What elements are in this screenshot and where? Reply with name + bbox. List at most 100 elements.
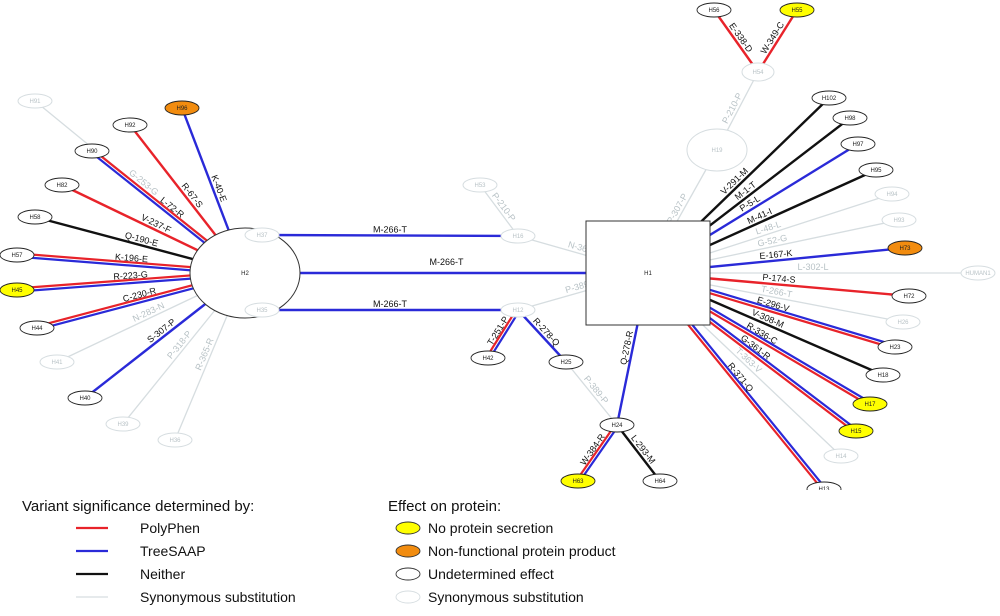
node-h64: H64 xyxy=(642,473,678,489)
node-h95: H95 xyxy=(858,162,894,178)
node-shape xyxy=(811,90,847,106)
edge-h54-h55: W-349-C xyxy=(756,9,799,73)
node-label: H91 xyxy=(29,99,41,105)
legend-label: Synonymous substitution xyxy=(140,589,296,605)
node-shape xyxy=(105,416,141,432)
node-shape xyxy=(599,417,635,433)
legend-label: Neither xyxy=(140,566,185,582)
node-h55: H55 xyxy=(779,2,815,18)
node-shape xyxy=(741,62,775,82)
node-h23: H23 xyxy=(877,339,913,355)
node-label: H42 xyxy=(482,356,494,362)
node-label: H35 xyxy=(256,308,268,314)
edge-h12-h25: R-278-Q xyxy=(517,309,567,363)
edge-h54-h56: E-338-D xyxy=(713,9,759,73)
legend-effect-nonfunctional: Non-functional protein product xyxy=(395,543,616,559)
node-h24: H24 xyxy=(599,417,635,433)
node-shape xyxy=(865,367,901,383)
node-h53: H53 xyxy=(462,177,498,193)
node-h12: H12 xyxy=(500,302,536,318)
node-h102: H102 xyxy=(811,90,847,106)
node-shape xyxy=(17,93,53,109)
node-label: H53 xyxy=(474,183,486,189)
node-shape xyxy=(0,282,35,298)
node-label: H37 xyxy=(256,233,268,239)
node-h96: H96 xyxy=(164,100,200,116)
hub-shape xyxy=(189,227,301,319)
node-h17: H17 xyxy=(852,396,888,412)
legend-swatch xyxy=(395,521,421,535)
hub-shape xyxy=(585,220,711,326)
node-human1: HUMAN1 xyxy=(960,265,996,281)
legend-effect-synonymous: Synonymous substitution xyxy=(395,589,584,605)
legend-sig-neither: Neither xyxy=(76,566,185,582)
legend-swatch xyxy=(395,567,421,581)
legend-label: TreeSAAP xyxy=(140,543,206,559)
legend-label: Synonymous substitution xyxy=(428,589,584,605)
node-label: H39 xyxy=(117,422,129,428)
node-shape xyxy=(885,314,921,330)
edge-line-synonymous xyxy=(565,361,618,426)
node-shape xyxy=(0,247,35,263)
edge-label: R-365-R xyxy=(193,336,216,372)
node-h37: H37 xyxy=(244,227,280,243)
node-h91: H91 xyxy=(17,93,53,109)
node-shape xyxy=(500,302,536,318)
node-label: H97 xyxy=(852,142,864,148)
node-shape xyxy=(462,177,498,193)
node-label: H96 xyxy=(176,106,188,112)
node-shape xyxy=(840,136,876,152)
node-label: HUMAN1 xyxy=(965,271,991,277)
node-h36: H36 xyxy=(157,432,193,448)
node-label: H44 xyxy=(31,326,43,332)
legend-label: PolyPhen xyxy=(140,520,200,536)
node-shape xyxy=(17,209,53,225)
node-h92: H92 xyxy=(112,117,148,133)
node-label: H41 xyxy=(51,360,63,366)
edge-label: M-266-T xyxy=(373,224,408,234)
node-h18: H18 xyxy=(865,367,901,383)
node-h19: H19 xyxy=(686,128,748,172)
node-label: H73 xyxy=(899,246,911,252)
node-shape xyxy=(67,390,103,406)
node-shape xyxy=(832,110,868,126)
node-h14: H14 xyxy=(823,448,859,464)
node-label: H12 xyxy=(512,308,524,314)
edge-label: R-278-Q xyxy=(531,316,562,348)
edge-label: G-253-G xyxy=(127,167,160,197)
edge-label: R-223-G xyxy=(113,269,148,282)
hub-label: H1 xyxy=(644,271,652,277)
node-shape xyxy=(157,432,193,448)
edge-label: K-196-E xyxy=(115,252,149,265)
node-shape xyxy=(696,2,732,18)
node-shape xyxy=(881,212,917,228)
edge-h2-h1: M-266-T xyxy=(245,257,648,275)
edge-h24-h64: L-293-M xyxy=(616,424,661,482)
node-label: H16 xyxy=(512,234,524,240)
node-h40: H40 xyxy=(67,390,103,406)
node-label: H55 xyxy=(791,8,803,14)
edge-line-synonymous xyxy=(479,184,519,237)
node-h63: H63 xyxy=(560,473,596,489)
node-label: H57 xyxy=(11,253,23,259)
hub-h1: H1 xyxy=(585,220,711,326)
edge-label: M-266-T xyxy=(429,257,464,267)
node-label: H18 xyxy=(877,373,889,379)
edge-label: P-389-P xyxy=(582,374,611,406)
edge-label: M-266-T xyxy=(373,299,408,309)
node-label: H24 xyxy=(611,423,623,429)
node-h97: H97 xyxy=(840,136,876,152)
node-shape xyxy=(19,320,55,336)
node-h42: H42 xyxy=(470,350,506,366)
legend-sig-polyphen: PolyPhen xyxy=(76,520,200,536)
legend-label: Undetermined effect xyxy=(428,566,554,582)
node-h13: H13 xyxy=(806,481,842,490)
node-label: H56 xyxy=(708,8,720,14)
edge-line-treesaap xyxy=(261,233,519,238)
node-shape xyxy=(642,473,678,489)
edge-line-polyphen xyxy=(756,9,799,73)
node-label: H19 xyxy=(711,148,723,154)
node-h16: H16 xyxy=(500,228,536,244)
